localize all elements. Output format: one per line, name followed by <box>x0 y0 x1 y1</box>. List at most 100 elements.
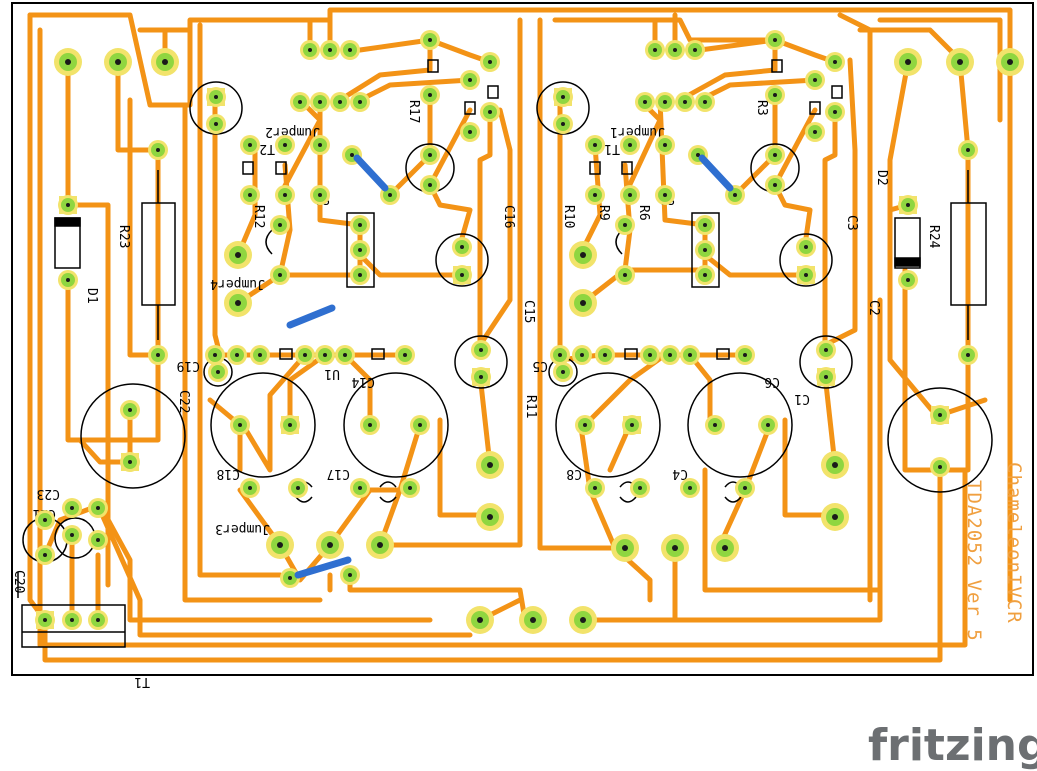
solder-pad <box>35 510 55 530</box>
solder-pad <box>553 114 573 134</box>
solder-pad <box>88 530 108 550</box>
label-r10: R10 <box>561 205 576 228</box>
solder-pad <box>420 175 440 195</box>
solder-pad <box>553 362 573 382</box>
label-r9: R9 <box>596 205 611 221</box>
label-r12: R12 <box>251 205 266 228</box>
solder-pad <box>54 48 82 76</box>
solder-pad <box>645 40 665 60</box>
solder-pad <box>825 52 845 72</box>
board-text-name: ChameleonIVCR <box>1003 462 1025 624</box>
solder-pad <box>288 478 308 498</box>
solder-pad <box>316 531 344 559</box>
solder-pad <box>758 415 778 435</box>
label-jumper1: Jumper1 <box>610 124 665 139</box>
jumper-wire-1[interactable] <box>353 154 389 192</box>
solder-pad <box>151 48 179 76</box>
solder-pad <box>572 345 592 365</box>
jumper-wire-2[interactable] <box>698 154 734 192</box>
silk-text-layer: R23 R24 D1 D2 R17 R3 R12 R9 R11 R10 R6 C… <box>11 100 1025 689</box>
solder-pad <box>821 503 849 531</box>
c17-outline <box>343 372 449 478</box>
c-right-outline <box>887 387 993 493</box>
solder-pad <box>680 478 700 498</box>
solder-pad <box>476 503 504 531</box>
label-u1: U1 <box>324 366 340 381</box>
solder-pad <box>148 140 168 160</box>
solder-pad <box>711 534 739 562</box>
solder-pad <box>230 415 250 435</box>
solder-pad <box>569 289 597 317</box>
solder-pad <box>120 400 140 420</box>
solder-pad <box>310 135 330 155</box>
fritzing-logo: fritzing <box>868 720 1037 771</box>
c8-outline <box>555 372 661 478</box>
label-c18: C18 <box>217 466 240 481</box>
solder-pad <box>350 240 370 260</box>
solder-pad <box>206 114 226 134</box>
solder-pad <box>240 185 260 205</box>
solder-pad <box>622 415 642 435</box>
solder-pad <box>240 478 260 498</box>
jumper-wire-4[interactable] <box>294 556 352 579</box>
label-c3: C3 <box>844 215 859 231</box>
solder-pad <box>250 345 270 365</box>
solder-pad <box>310 185 330 205</box>
solder-pad <box>227 345 247 365</box>
solder-pad <box>569 241 597 269</box>
label-c16: C16 <box>501 205 516 228</box>
label-r17: R17 <box>406 100 421 123</box>
solder-pad <box>585 185 605 205</box>
solder-pad <box>400 478 420 498</box>
solder-pad <box>410 415 430 435</box>
solder-pad <box>270 215 290 235</box>
solder-pad <box>471 340 491 360</box>
solder-pad <box>685 40 705 60</box>
solder-pad <box>660 345 680 365</box>
jumper-wire-3[interactable] <box>286 304 336 329</box>
solder-pad <box>735 345 755 365</box>
solder-pad <box>460 70 480 90</box>
solder-pad <box>88 498 108 518</box>
solder-pad <box>290 92 310 112</box>
solder-pad <box>765 145 785 165</box>
board-text-version: TDA2052 Ver 5 <box>963 480 985 642</box>
solder-pad <box>765 30 785 50</box>
solder-pad <box>519 606 547 634</box>
solder-pad <box>240 135 260 155</box>
solder-pad <box>366 531 394 559</box>
solder-pad <box>120 452 140 472</box>
pad-layer <box>35 30 1024 634</box>
solder-pad <box>655 135 675 155</box>
solder-pad <box>958 140 978 160</box>
solder-pad <box>675 92 695 112</box>
solder-pad <box>635 92 655 112</box>
solder-pad <box>611 534 639 562</box>
label-r3: R3 <box>754 100 769 116</box>
solder-pad <box>224 241 252 269</box>
label-jumper4: Jumper4 <box>210 276 265 291</box>
solder-pad <box>266 531 294 559</box>
label-c17: C17 <box>327 466 350 481</box>
d2-body <box>894 217 921 269</box>
solder-pad <box>796 265 816 285</box>
solder-pad <box>765 175 785 195</box>
c18-outline <box>210 372 316 478</box>
solder-pad <box>480 102 500 122</box>
solder-pad <box>206 87 226 107</box>
solder-pad <box>275 135 295 155</box>
solder-pad <box>460 122 480 142</box>
header-left <box>346 212 375 288</box>
solder-pad <box>471 367 491 387</box>
label-c14: C14 <box>351 374 375 389</box>
solder-pad <box>224 289 252 317</box>
solder-pad <box>615 265 635 285</box>
solder-pad <box>946 48 974 76</box>
solder-pad <box>340 565 360 585</box>
solder-pad <box>208 362 228 382</box>
solder-pad <box>270 265 290 285</box>
solder-pad <box>569 606 597 634</box>
solder-pad <box>452 237 472 257</box>
solder-pad <box>466 606 494 634</box>
c6-outline <box>687 372 793 478</box>
